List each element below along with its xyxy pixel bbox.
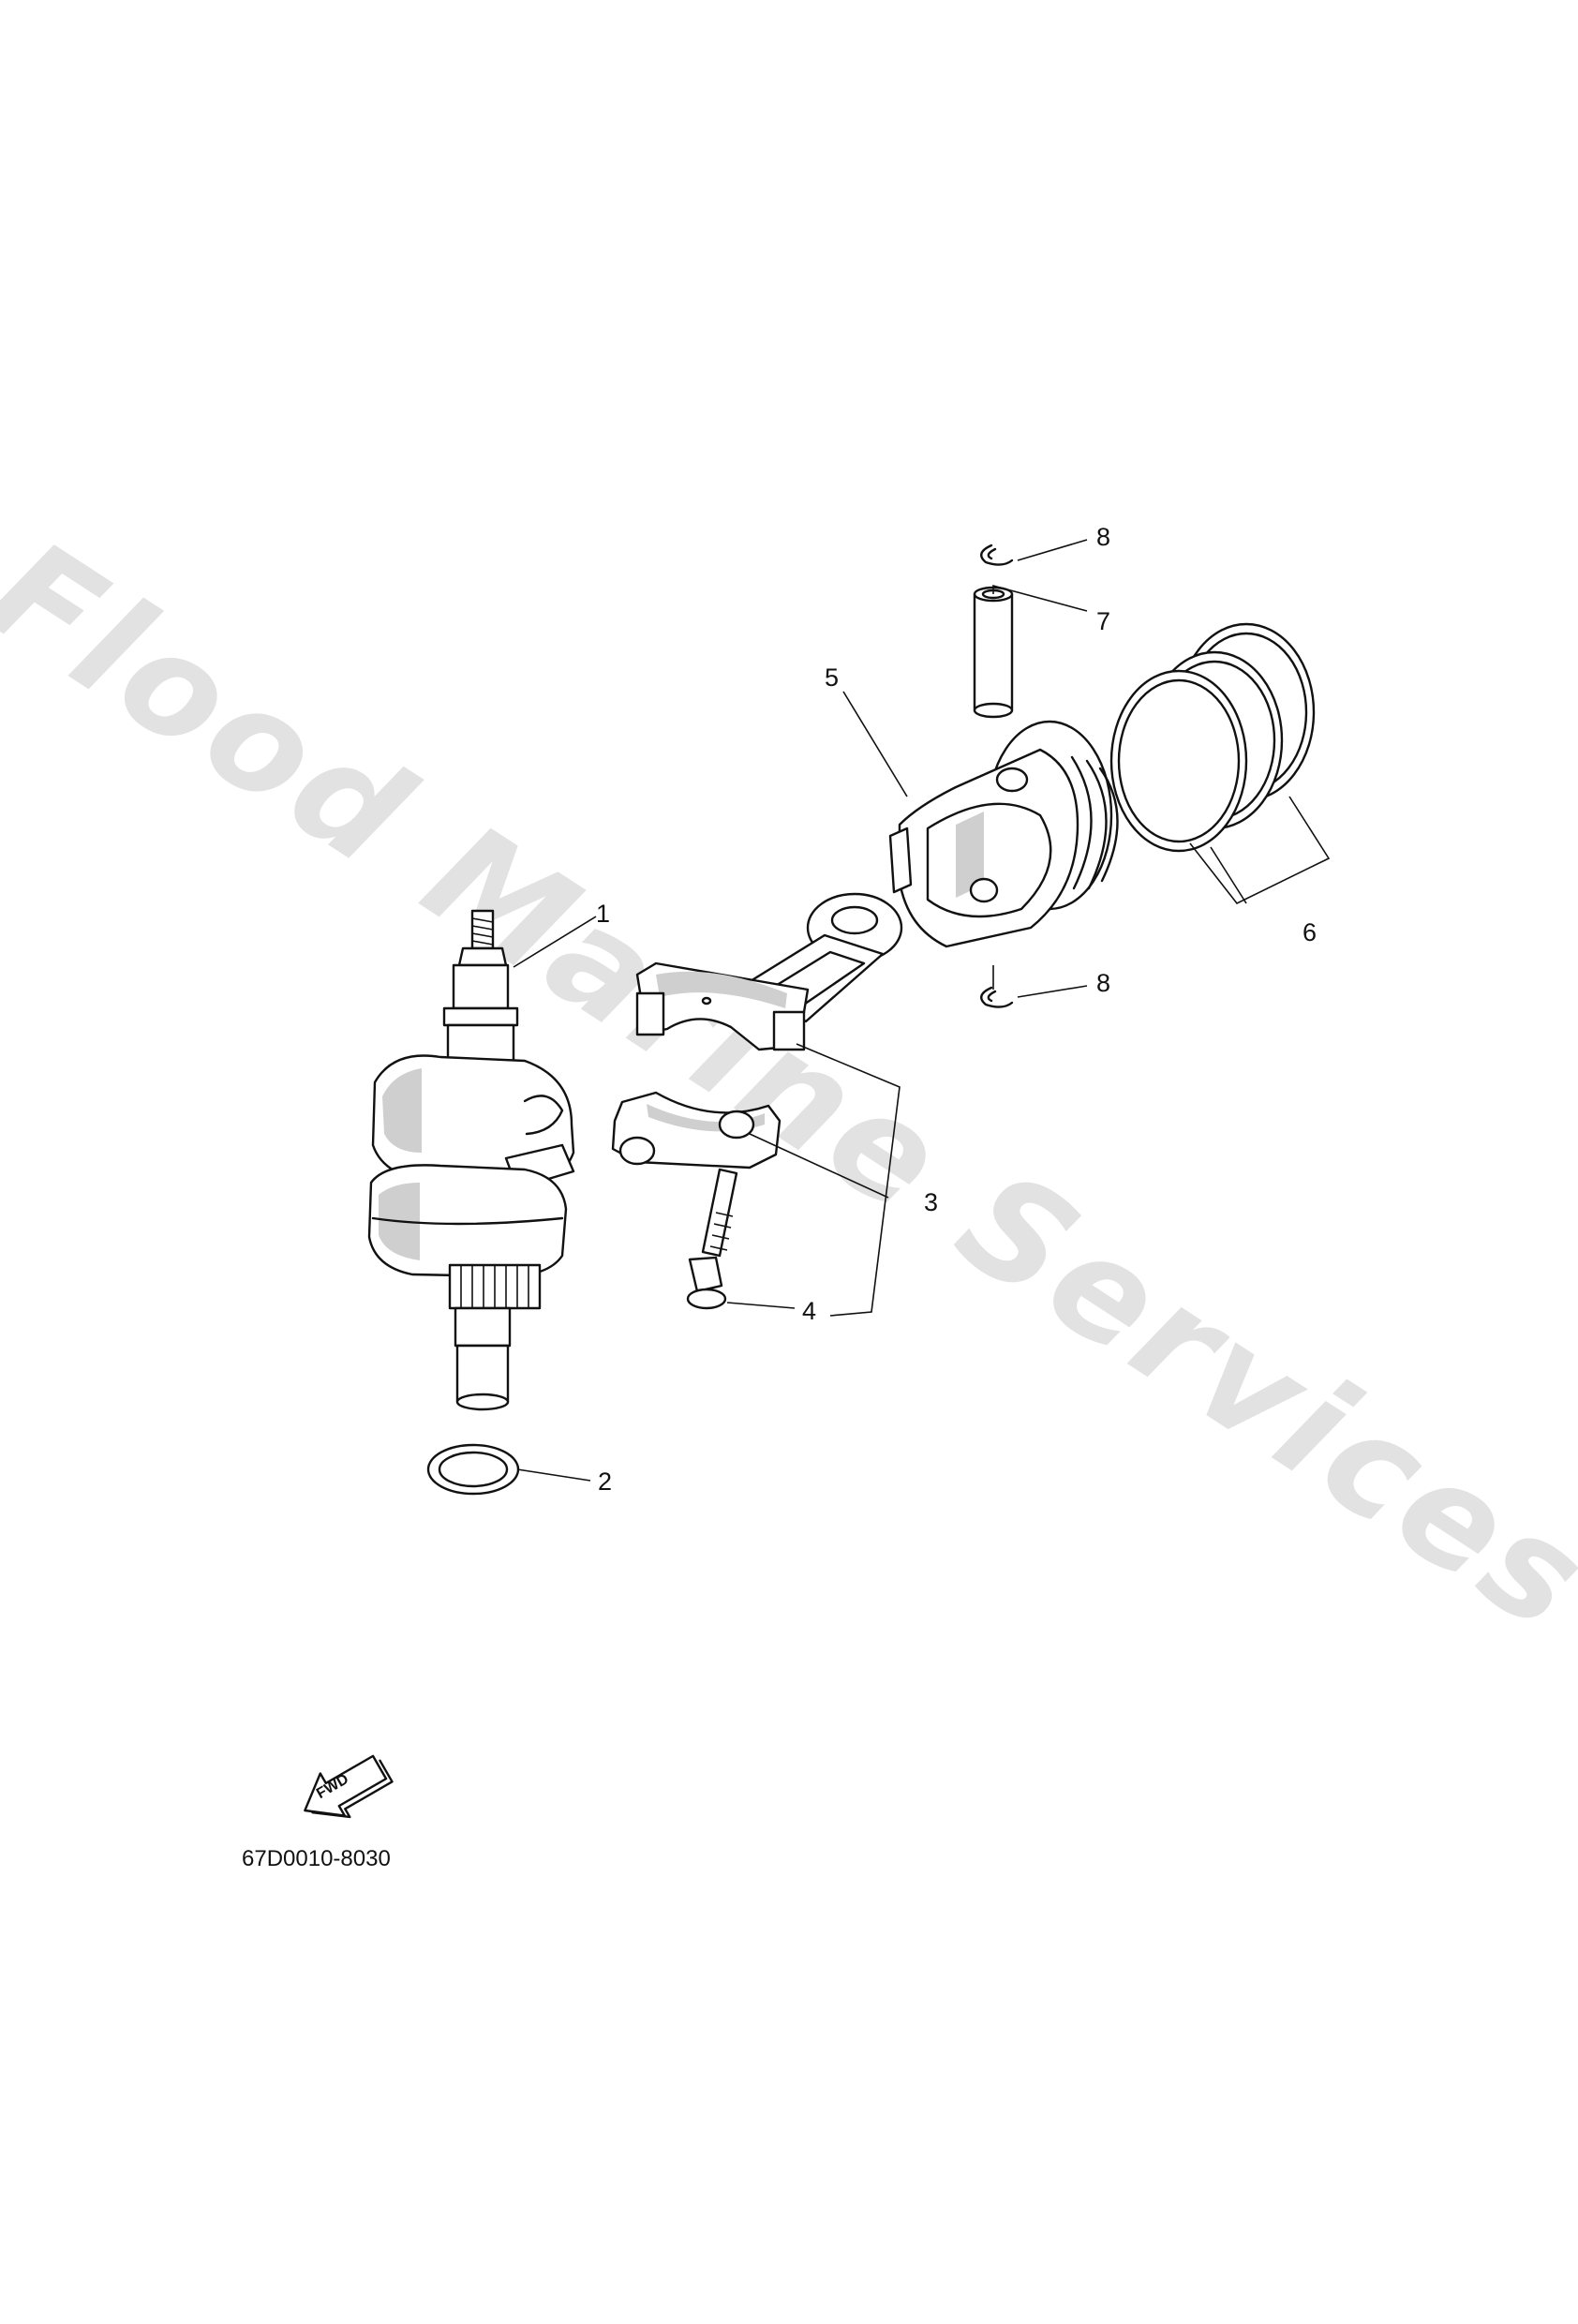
callout-7: 7 bbox=[1096, 607, 1111, 635]
callout-1: 1 bbox=[596, 900, 611, 928]
fwd-arrow-icon bbox=[304, 1754, 394, 1819]
callout-6: 6 bbox=[1303, 918, 1317, 946]
washer-part bbox=[426, 1443, 520, 1496]
bolt-part bbox=[686, 1168, 738, 1310]
callout-8-top: 8 bbox=[1096, 523, 1111, 551]
callout-8-bottom: 8 bbox=[1096, 969, 1111, 997]
clip-top-part bbox=[980, 544, 1014, 566]
clip-bottom-part bbox=[980, 986, 1014, 1008]
piston-pin-part bbox=[973, 586, 1014, 719]
leader-lines bbox=[513, 539, 1331, 1482]
piston-rings-part bbox=[1109, 622, 1316, 853]
piston-part bbox=[888, 720, 1119, 948]
callout-5: 5 bbox=[825, 663, 840, 692]
callout-4: 4 bbox=[802, 1297, 817, 1325]
callout-3: 3 bbox=[924, 1188, 939, 1216]
diagram-code: 67D0010-8030 bbox=[242, 1846, 391, 1871]
crankshaft-part bbox=[367, 909, 575, 1411]
connecting-rod-part bbox=[611, 892, 903, 1169]
callout-2: 2 bbox=[598, 1467, 613, 1496]
